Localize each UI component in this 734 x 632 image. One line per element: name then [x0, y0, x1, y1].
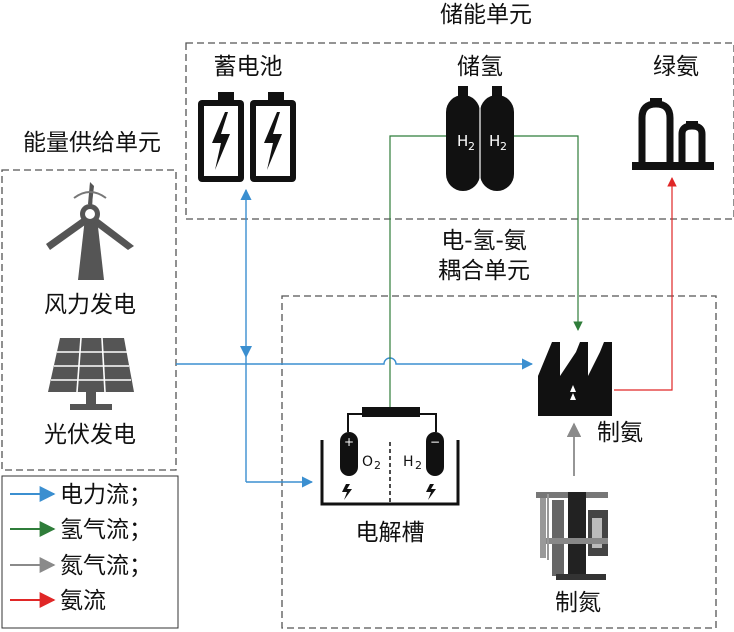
- svg-text:电力流；: 电力流；: [60, 482, 152, 508]
- svg-text:2: 2: [374, 459, 381, 472]
- battery-label: 蓄电池: [214, 54, 283, 80]
- svg-text:氢气流；: 氢气流；: [60, 517, 152, 543]
- coupling-unit-label-1: 电-氢-氨: [441, 228, 527, 254]
- svg-text:+: +: [344, 435, 354, 449]
- svg-text:−: −: [430, 435, 440, 449]
- solar-label: 光伏发电: [44, 422, 136, 448]
- electrolyzer-icon: + − O 2 H 2: [320, 407, 460, 506]
- storage-unit-label: 储能单元: [440, 2, 532, 28]
- nitrogen-plant-label: 制氮: [555, 590, 601, 616]
- battery-icon: [198, 92, 296, 182]
- ammonia-plant-label: 制氨: [597, 420, 643, 446]
- legend-item-power: 电力流；: [10, 482, 152, 508]
- svg-text:H: H: [457, 132, 468, 150]
- nitrogen-plant-icon: [536, 492, 608, 580]
- svg-text:氮气流；: 氮气流；: [60, 553, 152, 579]
- legend-item-hydrogen: 氢气流；: [10, 517, 152, 543]
- supply-unit-box: [1, 169, 177, 471]
- svg-text:H: H: [489, 132, 500, 150]
- wind-label: 风力发电: [44, 292, 136, 318]
- power-arrow-mid: [240, 346, 252, 358]
- svg-text:O: O: [362, 454, 373, 470]
- legend-item-nitrogen: 氮气流；: [10, 553, 152, 579]
- hydrogen-line-to-storage: [389, 135, 446, 408]
- svg-text:2: 2: [415, 459, 422, 472]
- svg-text:2: 2: [500, 140, 507, 153]
- legend-box: [1, 475, 179, 629]
- storage-unit-box: [185, 42, 734, 220]
- supply-unit-label: 能量供给单元: [23, 130, 161, 156]
- h2-tank-icon: H 2 H 2: [446, 86, 514, 191]
- legend-item-ammonia: 氨流: [10, 588, 106, 614]
- svg-text:2: 2: [468, 140, 475, 153]
- solar-panel-icon: [48, 337, 134, 410]
- svg-text:H: H: [403, 454, 414, 470]
- ammonia-line: [614, 177, 677, 391]
- power-line-to-ammonia: [176, 357, 534, 370]
- svg-text:氨流: 氨流: [60, 588, 106, 614]
- ammonia-tank-icon: [632, 98, 714, 170]
- green-ammonia-label: 绿氨: [653, 54, 699, 80]
- coupling-unit-box: [281, 295, 717, 629]
- hydrogen-line-to-ammonia: [512, 135, 583, 331]
- coupling-unit-label-2: 耦合单元: [438, 258, 530, 284]
- electrolyzer-label: 电解槽: [356, 520, 425, 546]
- wind-turbine-icon: [46, 182, 134, 280]
- h2-storage-label: 储氢: [457, 54, 503, 80]
- factory-icon: [538, 342, 612, 416]
